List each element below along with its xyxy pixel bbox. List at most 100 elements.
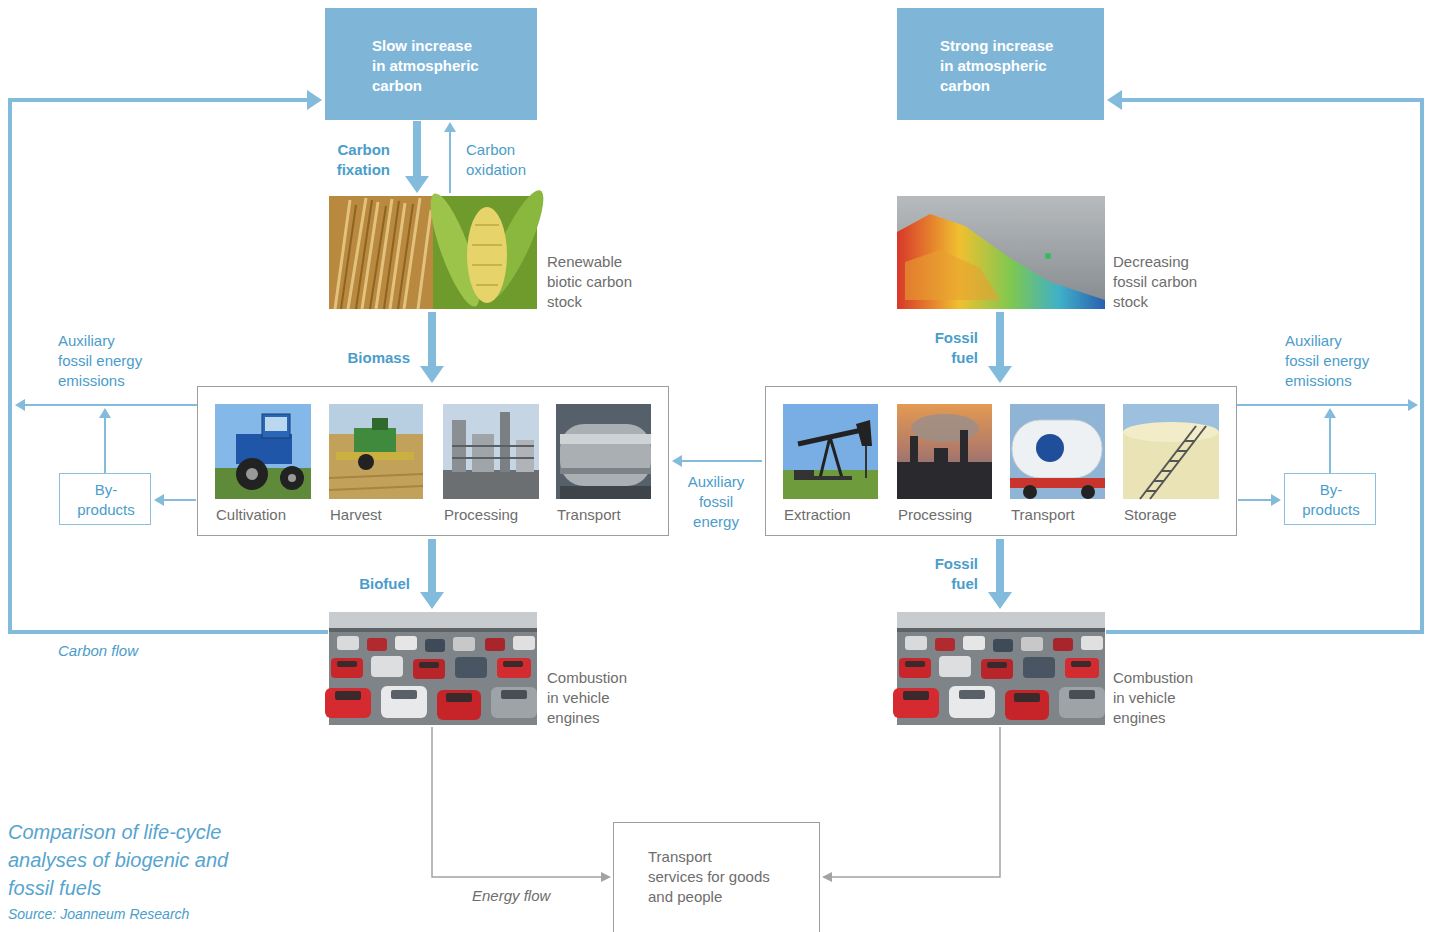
refinery-photo — [897, 404, 992, 499]
tanker-truck-photo — [1010, 404, 1105, 499]
corn-photo — [472, 225, 502, 285]
fossil-reservoir-image — [897, 196, 1105, 309]
wheat-photo — [341, 200, 413, 309]
flow-connector — [10, 90, 328, 632]
harvest-photo — [354, 428, 396, 454]
carbon-pool-box: Strong increase in atmospheric carbon — [897, 8, 1104, 120]
wheat-photo — [329, 196, 433, 309]
arrow-head — [444, 122, 456, 132]
emission-label: Auxiliary fossil energy emissions — [1285, 331, 1375, 391]
flow-label: Biofuel — [330, 574, 410, 594]
flow-connector — [420, 539, 444, 609]
flow-connector — [405, 121, 429, 193]
image-label: Decreasing fossil carbon stock — [1113, 252, 1205, 312]
emission-arrow — [25, 404, 197, 406]
combustion-image: Combustion in vehicle engines — [897, 612, 1105, 725]
image-label: Renewable biotic carbon stock — [547, 252, 639, 312]
oil-pump-photo — [794, 470, 814, 480]
arrow-head — [988, 366, 1012, 383]
image-label: Combustion in vehicle engines — [1113, 668, 1205, 728]
tank-transport-photo — [556, 404, 651, 499]
traffic-photo — [325, 612, 537, 725]
oil-pump-photo — [783, 404, 878, 499]
oil-pump-photo — [783, 470, 878, 499]
harvest-photo — [329, 474, 423, 490]
wheat-photo — [329, 196, 433, 309]
storage-tank-photo — [1146, 441, 1194, 491]
source-note: Source: Joanneum Research — [8, 905, 189, 923]
oil-pump-photo — [820, 437, 830, 478]
harvest-photo — [329, 404, 423, 434]
arrow-head — [988, 592, 1012, 609]
tanker-truck-photo — [1010, 404, 1105, 499]
image-label: Combustion in vehicle engines — [547, 668, 639, 728]
box-text: Strong increase in atmospheric carbon — [940, 36, 1058, 96]
corn-photo — [421, 185, 553, 311]
box-text: By-products — [70, 480, 142, 520]
tractor-photo — [280, 466, 304, 490]
storage-tank-photo — [1123, 432, 1219, 499]
flow-connector — [988, 539, 1012, 609]
flow-connector — [672, 455, 762, 467]
arrow-head — [420, 366, 444, 383]
tractor-photo — [288, 474, 296, 482]
processing-plant-photo — [500, 412, 510, 472]
harvest-photo — [329, 404, 423, 499]
tanker-truck-photo — [1081, 485, 1095, 499]
oil-pump-photo — [865, 446, 867, 478]
processing-plant-photo — [516, 440, 534, 472]
traffic-photo — [325, 612, 1105, 725]
flow-connector — [1106, 90, 1422, 632]
step-caption: Processing — [444, 505, 518, 525]
step-caption: Harvest — [330, 505, 382, 525]
fossil-reservoir-image — [905, 250, 1000, 300]
emission-arrow — [104, 418, 106, 473]
tractor-photo — [215, 404, 311, 499]
flow-label: Carbon oxidation — [466, 140, 540, 180]
emission-arrow — [1329, 418, 1331, 473]
corn-photo — [467, 207, 507, 303]
harvest-photo — [329, 404, 423, 499]
oil-pump-photo — [783, 404, 878, 499]
processing-plant-photo — [443, 404, 539, 499]
tank-transport-photo — [560, 424, 651, 486]
arrow-head — [154, 494, 164, 506]
connector-line — [10, 100, 328, 632]
connector-line — [1238, 499, 1272, 501]
tank-transport-photo — [560, 434, 651, 444]
step-caption: Transport — [1011, 505, 1075, 525]
connector-line — [996, 539, 1004, 593]
storage-tank-photo — [1123, 404, 1219, 499]
flow-connector — [420, 312, 444, 383]
oil-pump-photo — [856, 420, 872, 446]
carbon-pool-box: Slow increase in atmospheric carbon — [325, 8, 537, 120]
tanker-truck-photo — [1036, 434, 1064, 462]
emission-arrow — [1408, 399, 1418, 411]
process-chain-box: CultivationHarvestProcessingTransport — [197, 386, 669, 536]
step-caption: Cultivation — [216, 505, 286, 525]
by-products-box: By-products — [59, 473, 151, 525]
tank-transport-photo — [560, 486, 651, 499]
flow-connector — [432, 727, 611, 882]
tractor-photo — [246, 468, 258, 480]
flow-label: Carbon fixation — [328, 140, 390, 180]
arrow-head — [405, 176, 429, 193]
connector-line — [831, 727, 1000, 877]
tank-transport-photo — [556, 404, 651, 499]
arrow-head — [420, 592, 444, 609]
fossil-reservoir-image — [1045, 253, 1051, 259]
flow-connector — [1238, 494, 1281, 506]
emission-arrow — [1237, 404, 1408, 406]
tanker-truck-photo — [1023, 485, 1037, 499]
wheat-photo — [335, 198, 431, 309]
fossil-reservoir-image — [897, 214, 1105, 309]
step-caption: Processing — [898, 505, 972, 525]
connector-line — [432, 727, 602, 877]
flow-label: Energy flow — [472, 886, 592, 906]
connector-line — [413, 121, 421, 177]
by-products-box: By-products — [1284, 473, 1376, 525]
arrow-head — [1271, 494, 1281, 506]
